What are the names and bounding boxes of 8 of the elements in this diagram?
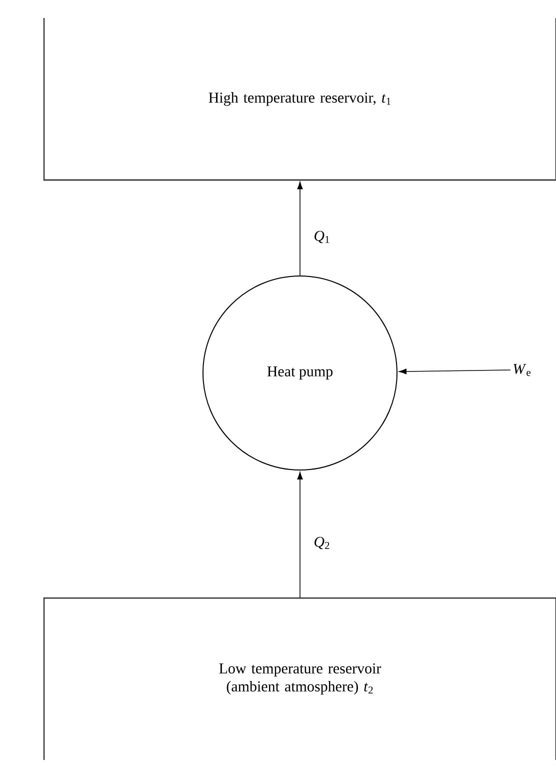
edge-label: Q$_{1}$ xyxy=(312,230,332,244)
reservoir-box: High temperature reservoir, t$_{1}$ xyxy=(43,18,556,181)
reservoir-box: Low temperature reservoir (ambient atmosphere) t$_{2}$ xyxy=(43,597,556,760)
arrow xyxy=(398,368,511,374)
input-label: W$_{e}$ xyxy=(514,364,531,376)
arrow xyxy=(297,472,303,598)
arrow xyxy=(297,182,303,276)
edge-label: Q$_{2}$ xyxy=(312,536,332,550)
